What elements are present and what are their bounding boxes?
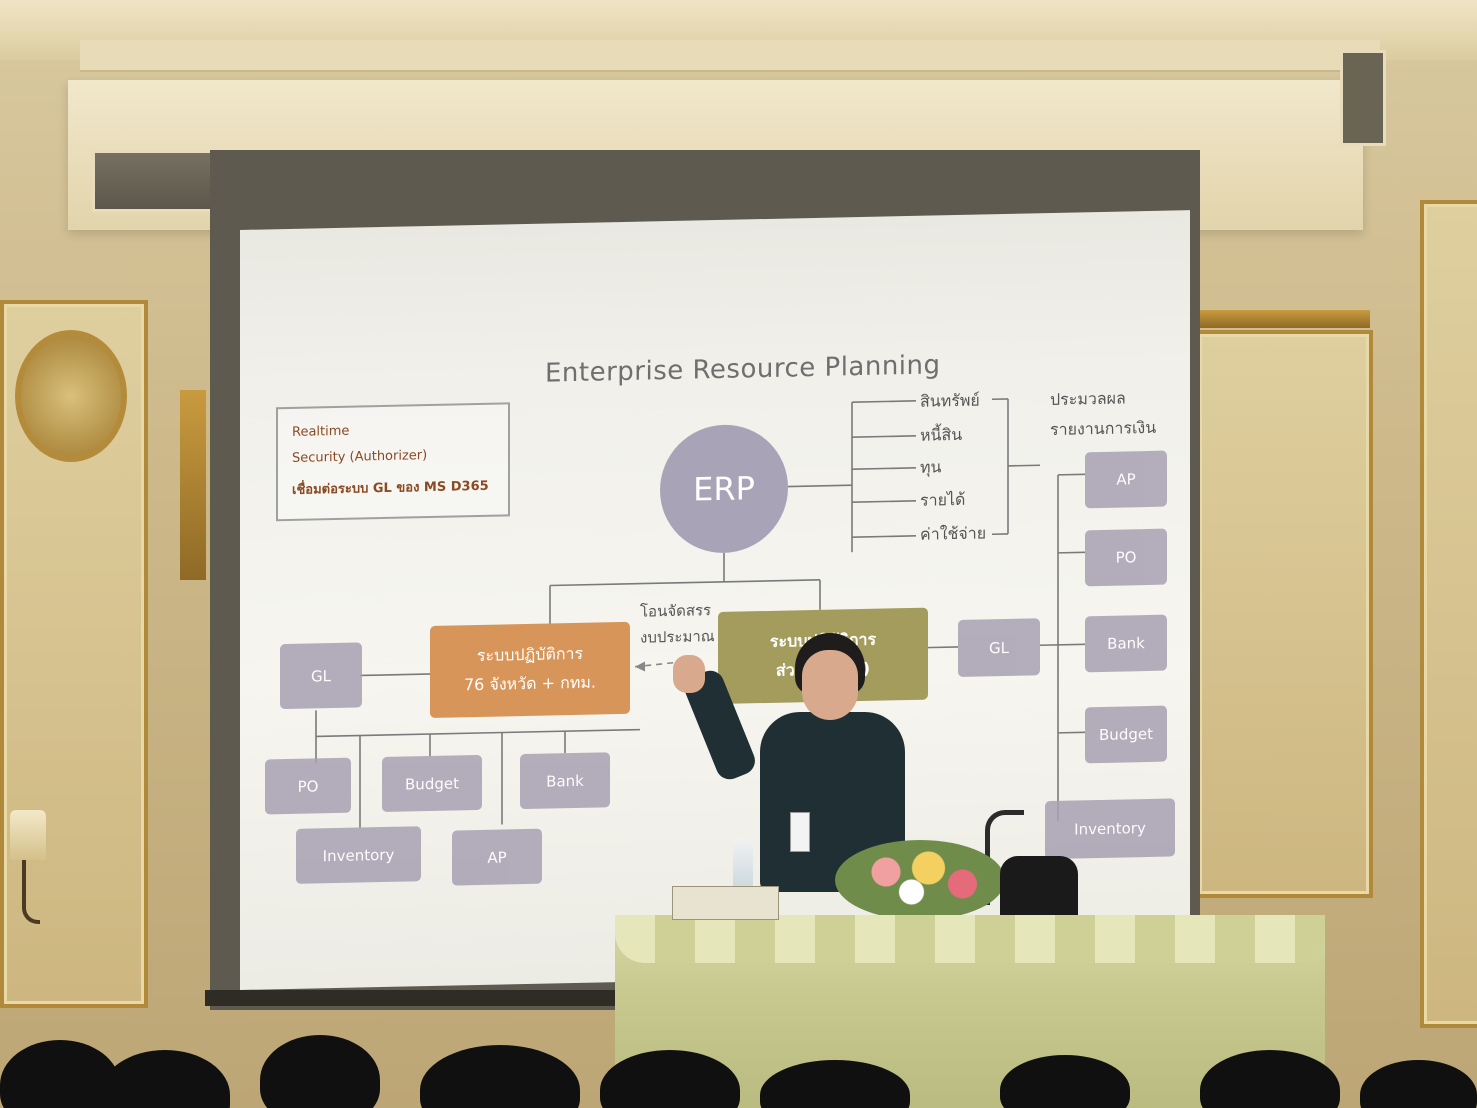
diagram-connectors [315,398,1085,828]
budget-transfer-line2: งบประมาณ [640,626,715,647]
left-system-line2: 76 จังหวัด + กทม. [464,672,596,695]
note-realtime: Realtime [292,423,350,440]
wall-sconce-lamp [10,810,46,860]
wall-panel-right-inner [1195,330,1373,898]
audience-head [1200,1050,1340,1108]
handbag [1000,856,1078,920]
wall-sconce-arm [22,860,40,924]
left-module-gl: GL [280,642,362,710]
account-revenue: รายได้ [920,489,966,510]
budget-transfer-label: โอนจัดสรร งบประมาณ [640,598,715,651]
report-header-line1: ประมวลผล [1050,388,1126,410]
gold-trim-left [180,390,206,580]
account-equity: ทุน [920,457,942,477]
audience-head [420,1045,580,1108]
left-module-inventory: Inventory [296,826,421,884]
tablecloth-swag [615,915,1325,963]
left-system-line1: ระบบปฏิบัติการ [476,644,584,666]
right-module-ap: AP [1085,450,1167,509]
projector-screen-bar [205,990,645,1006]
audience-head [760,1060,910,1108]
right-module-gl: GL [958,618,1040,677]
audience-head [260,1035,380,1108]
left-system-box: ระบบปฏิบัติการ 76 จังหวัด + กทม. [430,621,630,719]
note-gl-connection: เชื่อมต่อระบบ GL ของ MS D365 [292,478,489,498]
audience-head [600,1050,740,1108]
report-header-line2: รายงานการเงิน [1050,417,1157,440]
projected-slide: Enterprise Resource Planning Realtime Se… [240,210,1190,990]
right-module-budget: Budget [1085,705,1167,764]
left-module-ap: AP [452,828,542,886]
budget-transfer-line1: โอนจัดสรร [640,601,712,621]
gold-trim-right [1200,310,1370,328]
ceiling-vent [1340,50,1386,146]
audience-head [1000,1055,1130,1108]
left-module-bank: Bank [520,752,610,810]
right-module-po: PO [1085,528,1167,587]
slide-notes-box: Realtime Security (Authorizer) เชื่อมต่อ… [276,402,510,522]
wall-ornament [15,330,127,462]
wall-panel-right [1420,200,1477,1028]
presenter-id-badge [790,812,810,852]
flower-arrangement [835,840,1005,920]
account-expenses: ค่าใช้จ่าย [920,523,987,544]
right-module-bank: Bank [1085,614,1167,673]
presenter-face [802,650,858,720]
name-plate [672,886,779,920]
left-module-budget: Budget [382,754,482,813]
ceiling-molding [80,40,1380,72]
account-assets: สินทรัพย์ [920,390,980,411]
audience-head [100,1050,230,1108]
note-security: Security (Authorizer) [292,448,428,466]
water-bottle [733,838,753,894]
presenter-pointing-hand [673,655,705,693]
audience-head [1360,1060,1477,1108]
right-module-inventory: Inventory [1045,798,1175,860]
account-liabilities: หนี้สิน [920,424,963,445]
left-module-po: PO [265,757,351,815]
